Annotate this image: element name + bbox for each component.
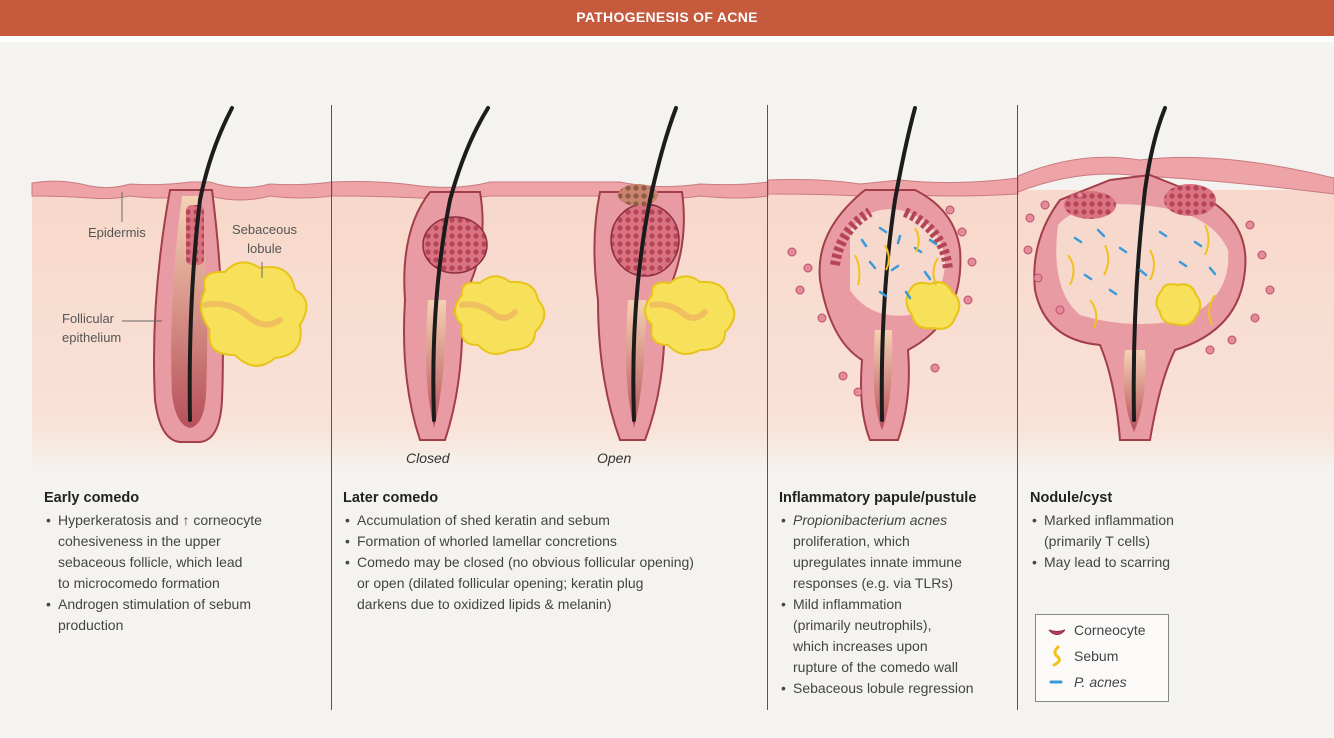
comedo-plug [422,216,488,274]
header-bar: PATHOGENESIS OF ACNE [0,0,1334,36]
label-closed: Closed [406,450,450,466]
label-epidermis: Epidermis [88,225,146,240]
bullet-line: Sebaceous lobule regression [793,680,974,696]
sebum-duct [649,301,708,321]
bullet-line: Marked inflammation [1044,512,1174,528]
bullet-list: Hyperkeratosis and ↑ corneocyte cohesive… [44,510,324,636]
sebum-icon [1052,645,1061,667]
p-acnes-bacteria [860,226,938,300]
bullet-item: Mild inflammation (primarily neutrophils… [779,594,1011,678]
column-early-comedo: Early comedo Hyperkeratosis and ↑ corneo… [44,488,324,636]
bullet-item: Marked inflammation (primarily T cells) [1030,510,1320,552]
label-follicular-line1: Follicular [62,311,115,326]
bullet-item: Propionibacterium acnes proliferation, w… [779,510,1011,594]
bullet-item: May lead to scarring [1030,552,1320,573]
sebaceous-lobule [200,261,308,367]
t-cells [1023,191,1275,355]
p-acnes-icon [1049,680,1063,684]
ruptured-wall [830,207,953,271]
label-sebaceous-line1: Sebaceous [232,222,298,237]
column-title: Inflammatory papule/pustule [779,490,977,506]
bullet-item: Sebaceous lobule regression [779,678,1011,699]
bullet-list: Propionibacterium acnes proliferation, w… [779,510,1011,699]
bullet-line: or open (dilated follicular opening; ker… [357,575,644,591]
hair-shaft [187,106,234,422]
sebum-duct [202,300,283,328]
sebum-strands [854,227,939,286]
panel-closed-comedo [403,106,546,441]
legend-sebum-label: Sebum [1074,648,1119,664]
bullet-item: Formation of whorled lamellar concretion… [343,531,763,552]
label-follicular-epithelium: Follicular epithelium [62,309,121,347]
corneocyte-icon [1048,629,1066,635]
bullet-line: Mild inflammation [793,596,902,612]
bullet-line: Hyperkeratosis and ↑ corneocyte [58,512,262,528]
epidermis-layer-3 [767,177,1019,197]
epidermis-layer-2 [331,181,769,200]
bullet-item: Androgen stimulation of sebum production [44,594,324,636]
bullet-line: rupture of the comedo wall [793,659,958,675]
hair-shaft [879,106,917,422]
bullet-line: Comedo may be closed (no obvious follicu… [357,554,694,570]
hair-shaft [431,106,490,422]
sebaceous-lobule [1155,283,1202,327]
bullet-line: sebaceous follicle, which lead [58,554,243,570]
bullet-line: to microcomedo formation [58,575,220,591]
bullet-list: Marked inflammation (primarily T cells) … [1030,510,1320,573]
hair-shaft [1131,106,1167,422]
follicle-inner [626,300,646,428]
panel-open-comedo [593,106,736,441]
header-rule [0,36,1334,42]
bullet-item: Hyperkeratosis and ↑ corneocyte cohesive… [44,510,324,594]
bullet-item: Comedo may be closed (no obvious follicu… [343,552,763,615]
column-later-comedo: Later comedo Accumulation of shed kerati… [343,488,763,615]
divider-3 [1017,105,1018,710]
comedo-fragment-left [1064,191,1116,219]
bullet-line: (primarily T cells) [1044,533,1151,549]
bullet-line: Formation of whorled lamellar concretion… [357,533,617,549]
bullet-line: cohesiveness in the upper [58,533,221,549]
legend-corneocyte-label: Corneocyte [1074,622,1146,638]
panel-inflammatory-papule [787,106,977,441]
bullet-line: Propionibacterium acnes [793,512,948,528]
p-acnes-bacteria [1073,228,1217,296]
column-title: Early comedo [44,490,140,506]
label-sebaceous-line2: lobule [247,241,282,256]
bullet-line: Androgen stimulation of sebum [58,596,251,612]
sebum-duct [459,301,518,321]
bullet-list: Accumulation of shed keratin and sebum F… [343,510,763,615]
label-sebaceous-lobule: Sebaceous lobule [232,220,297,258]
bullet-line: which increases upon [793,638,928,654]
sebum-strands [1067,224,1216,329]
bullet-line: responses (e.g. via TLRs) [793,575,954,591]
divider-1 [331,105,332,710]
page-title: PATHOGENESIS OF ACNE [576,9,758,25]
label-open: Open [597,450,632,466]
column-title: Later comedo [343,490,439,506]
hair-shaft [631,106,678,422]
bullet-line: production [58,617,124,633]
bullet-line: Accumulation of shed keratin and sebum [357,512,610,528]
bullet-line: proliferation, which [793,533,910,549]
bullet-line: upregulates innate immune [793,554,962,570]
comedo-fragment-right [1164,184,1216,216]
column-nodule-cyst: Nodule/cyst Marked inflammation (primari… [1030,488,1320,573]
legend-p-acnes-label: P. acnes [1074,674,1127,690]
column-inflammatory-papule: Inflammatory papule/pustule Propionibact… [779,488,1011,699]
label-follicular-line2: epithelium [62,330,122,345]
panel-nodule-cyst [1023,106,1275,441]
epidermis-layer-4 [1017,156,1334,195]
bullet-line: (primarily neutrophils), [793,617,932,633]
panel-early-comedo [121,106,308,443]
bullet-line: darkens due to oxidized lipids & melanin… [357,596,612,612]
divider-2 [767,105,768,710]
legend: Corneocyte Sebum P. acnes [1035,614,1169,702]
neutrophils [787,205,977,397]
follicle-inner [426,300,446,428]
sebaceous-lobule [905,281,961,330]
column-title: Nodule/cyst [1030,490,1113,506]
bullet-item: Accumulation of shed keratin and sebum [343,510,763,531]
bullet-line: May lead to scarring [1044,554,1171,570]
